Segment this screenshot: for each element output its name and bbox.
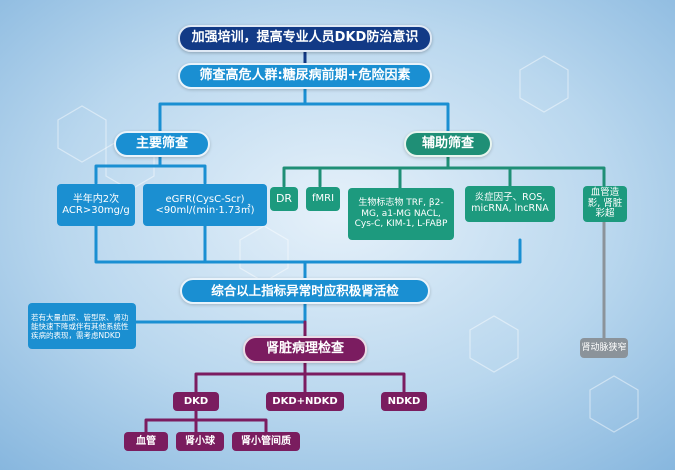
node-ndkd: NDKD [381,392,427,411]
node-training: 加强培训，提高专业人员DKD防治意识 [178,25,432,52]
line-combine-to-note [113,301,307,324]
line-screen-branch [158,86,450,134]
node-dkd: DKD [173,392,219,411]
node-dr: DR [270,187,298,211]
line-dkd-branch [144,408,268,434]
node-ndkd-note: 若有大量血尿、管型尿、肾功能快速下降或伴有其他系统性疾病的表现，需考虑NDKD [28,303,136,349]
node-fmri: fMRI [306,187,340,211]
node-dkd-ndkd: DKD+NDKD [266,392,344,411]
line-main-branch [94,154,207,185]
node-vessel: 血管 [124,432,168,451]
node-high-risk-screening: 筛查高危人群:糖尿病前期+危险因素 [178,63,432,89]
line-merge-to-combine [94,224,522,280]
node-aux-screening: 辅助筛查 [404,131,492,157]
node-main-screening: 主要筛查 [114,131,210,157]
node-glomerulus: 肾小球 [176,432,224,451]
node-vascular: 血管造影, 肾脏彩超 [583,186,627,222]
node-biomarkers: 生物标志物 TRF, β2-MG, a1-MG NACL, Cys-C, KIM… [348,188,454,240]
node-tubulointerstitium: 肾小管间质 [232,432,300,451]
node-egfr: eGFR(CysC-Scr) <90ml/(min·1.73㎡) [143,184,267,226]
node-inflammation: 炎症因子、ROS, micRNA, lncRNA [465,186,555,222]
line-biopsy-branch [194,360,406,394]
node-acr: 半年内2次 ACR>30mg/g [57,184,135,226]
node-renal-biopsy: 肾脏病理检查 [243,336,367,363]
node-combine: 综合以上指标异常时应积极肾活检 [180,278,430,304]
node-renal-artery-stenosis: 肾动脉狭窄 [580,338,628,358]
line-aux-branch [282,154,606,190]
